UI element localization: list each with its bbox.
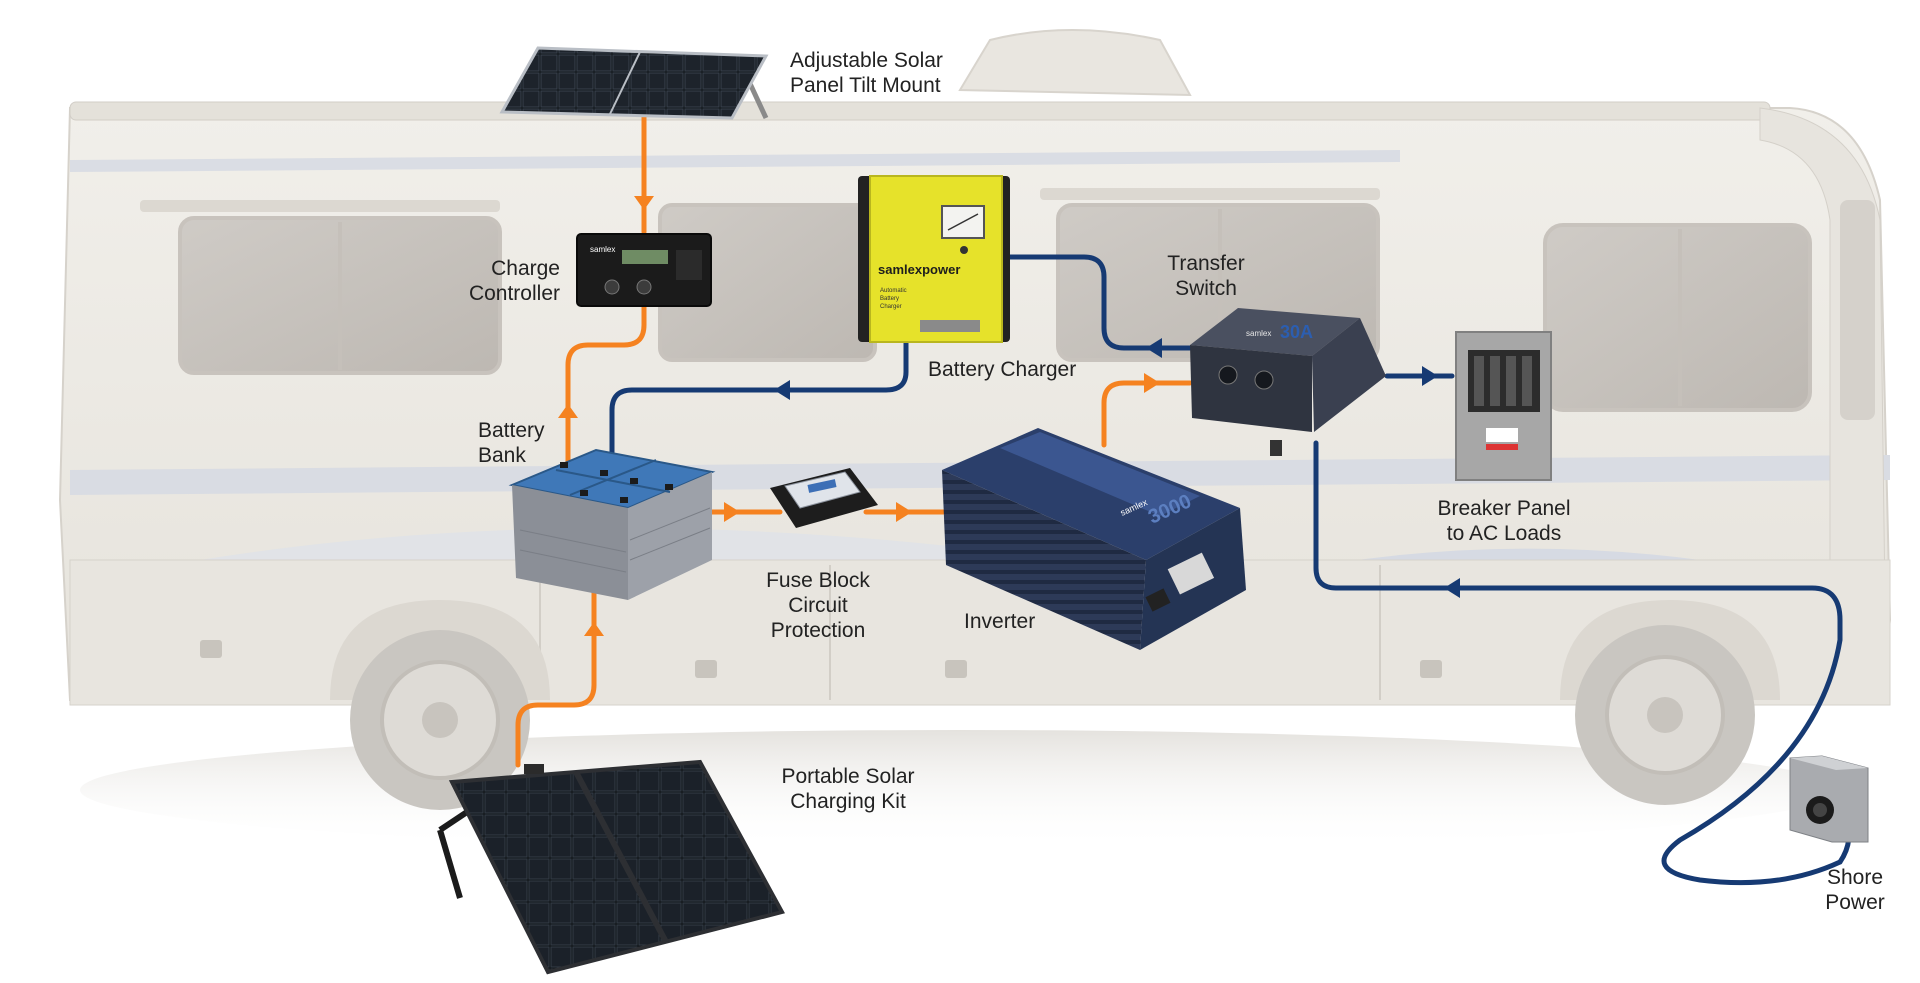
transfer-switch-brand: samlex — [1246, 329, 1271, 338]
battery-charger: samlexpower Automatic Battery Charger — [858, 175, 1010, 343]
label-solar-mount-line-2: Panel Tilt Mount — [790, 74, 941, 97]
label-inverter: Inverter — [964, 609, 1035, 634]
label-fuse-block-line-1: Fuse Block — [766, 569, 870, 592]
label-battery-charger: Battery Charger — [928, 357, 1076, 382]
label-fuse-block-line-2: Circuit — [788, 594, 848, 617]
rv-body — [58, 29, 1892, 850]
label-battery-charger-line-1: Battery Charger — [928, 358, 1077, 381]
label-breaker-panel-line-2: to AC Loads — [1446, 522, 1562, 545]
breaker-panel — [1455, 331, 1552, 481]
label-shore-power-line-1: Shore — [1826, 866, 1884, 889]
roof-solar-panel — [499, 46, 769, 120]
label-transfer-switch-line-2: Switch — [1175, 277, 1237, 300]
label-fuse-block: Fuse Block Circuit Protection — [748, 568, 888, 643]
ac-wire-charger-to-battery — [609, 340, 909, 463]
label-breaker-panel: Breaker Panel to AC Loads — [1424, 496, 1584, 546]
transfer-switch-model: 30A — [1280, 322, 1313, 342]
label-charge-controller-line-1: Charge — [491, 257, 560, 280]
label-fuse-block-line-3: Protection — [770, 619, 866, 642]
label-charge-controller-line-2: Controller — [468, 282, 560, 305]
inverter: samlex 3000 — [942, 428, 1246, 650]
portable-solar-kit — [437, 759, 785, 975]
charger-spec-1: Automatic — [880, 288, 907, 294]
label-inverter-line-1: Inverter — [964, 610, 1036, 633]
label-transfer-switch: Transfer Switch — [1146, 251, 1266, 301]
charger-spec-3: Charger — [880, 304, 902, 310]
shore-power-outlet — [1789, 755, 1869, 843]
battery-bank — [508, 448, 716, 600]
label-solar-mount-line-1: Adjustable Solar — [790, 49, 943, 72]
ac-wire-charger-to-transfer — [1007, 254, 1193, 351]
label-charge-controller: Charge Controller — [440, 256, 560, 306]
dc-wire-portable-to-battery — [515, 582, 597, 768]
charger-brand: samlexpower — [878, 262, 960, 277]
label-battery-bank: Battery Bank — [478, 418, 545, 468]
fuse-block — [770, 468, 878, 528]
charge-controller: samlex — [576, 233, 712, 307]
dc-wire-controller-to-battery — [565, 303, 647, 465]
label-shore-power-line-2: Power — [1825, 891, 1885, 914]
dc-wire-inverter-to-transfer — [1101, 380, 1193, 448]
charger-spec-2: Battery — [880, 296, 899, 302]
label-battery-bank-line-1: Battery — [478, 419, 545, 442]
controller-brand: samlex — [590, 245, 615, 254]
label-shore-power: Shore Power — [1810, 865, 1900, 915]
label-solar-mount: Adjustable Solar Panel Tilt Mount — [790, 48, 943, 98]
transfer-switch: 30A samlex — [1190, 308, 1386, 456]
label-battery-bank-line-2: Bank — [478, 444, 526, 467]
label-portable-solar-line-2: Charging Kit — [790, 790, 906, 813]
ac-wire-shore-to-transfer — [1313, 440, 1843, 886]
label-breaker-panel-line-1: Breaker Panel — [1437, 497, 1571, 520]
flow-arrows — [558, 196, 1460, 636]
label-portable-solar: Portable Solar Charging Kit — [768, 764, 928, 814]
label-transfer-switch-line-1: Transfer — [1167, 252, 1245, 275]
label-portable-solar-line-1: Portable Solar — [781, 765, 915, 788]
